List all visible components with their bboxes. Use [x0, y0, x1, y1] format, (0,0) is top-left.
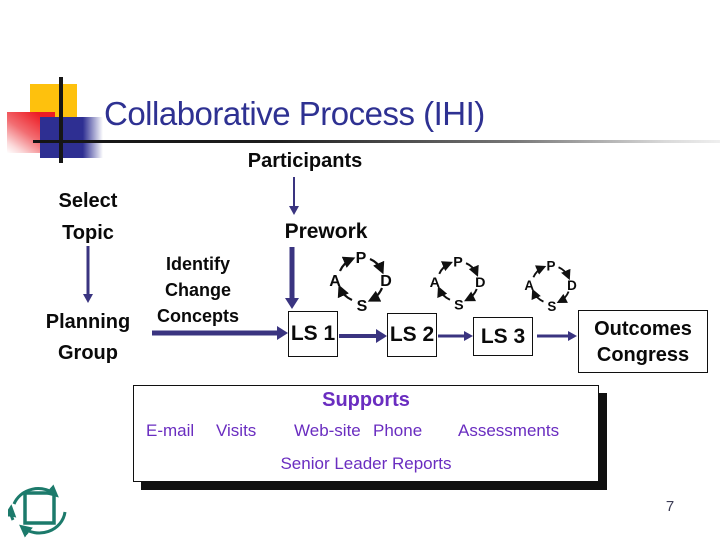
pdsa1-letter-s: S: [357, 298, 368, 315]
arrow-select-to-planning-icon: [81, 246, 95, 303]
deco-vertical-line: [59, 77, 63, 163]
pdsa-cycle-1-icon: P D S A: [329, 250, 392, 315]
box-ls1: LS 1: [288, 311, 338, 357]
outcomes-line2: Congress: [596, 343, 690, 366]
supports-footer: Senior Leader Reports: [280, 454, 452, 473]
arrow-prework-to-ls1-icon: [285, 247, 299, 309]
arrow-ls3-to-outcomes-icon: [537, 328, 577, 344]
label-identify-line1: Identify: [165, 254, 230, 274]
pdsa3-letter-s: S: [547, 299, 556, 314]
arrow-ls2-to-ls3-icon: [438, 328, 473, 344]
title-underline: [33, 140, 720, 143]
supports-item-assessments: Assessments: [458, 421, 560, 440]
label-planning-line1: Planning: [45, 311, 131, 333]
label-select-topic: Select Topic: [28, 185, 148, 249]
box-ls2: LS 2: [387, 313, 437, 357]
arrow-ls1-to-ls2-icon: [339, 328, 387, 344]
label-select-topic-line2: Topic: [62, 222, 114, 244]
pdsa3-letter-d: D: [567, 278, 577, 293]
box-outcomes-congress: Outcomes Congress: [578, 310, 708, 373]
supports-item-visits: Visits: [216, 421, 257, 440]
supports-item-email: E-mail: [146, 421, 195, 440]
label-identify-line2: Change: [164, 280, 231, 300]
supports-item-website: Web-site: [294, 421, 361, 440]
supports-box: Supports E-mail Visits Web-site Phone As…: [133, 385, 599, 482]
pdsa2-letter-d: D: [475, 275, 485, 291]
label-planning-group: Planning Group: [8, 307, 168, 369]
label-identify-change-concepts: Identify Change Concepts: [137, 251, 259, 329]
pdsa2-letter-a: A: [430, 275, 440, 291]
pdsa1-letter-p: P: [356, 250, 367, 267]
pdsa2-letter-p: P: [453, 255, 463, 271]
label-planning-line2: Group: [58, 342, 118, 364]
arrow-participants-to-prework-icon: [287, 177, 301, 215]
outcomes-line1: Outcomes: [594, 317, 692, 340]
supports-title: Supports: [322, 389, 410, 411]
slide-title: Collaborative Process (IHI): [104, 95, 485, 132]
label-participants: Participants: [247, 150, 363, 172]
pdsa-cycle-2-icon: P D S A: [430, 255, 486, 314]
pdsa2-letter-s: S: [454, 298, 464, 314]
pdsa3-letter-a: A: [524, 278, 534, 293]
deco-blue-square: [40, 117, 103, 158]
box-ls3: LS 3: [473, 317, 533, 356]
pdsa3-letter-p: P: [547, 259, 556, 274]
supports-item-phone: Phone: [373, 421, 423, 440]
pdsa1-letter-a: A: [329, 273, 341, 290]
label-prework: Prework: [284, 220, 368, 243]
pdsa-cycle-3-icon: P D S A: [524, 259, 577, 314]
cycle-logo-icon: [8, 484, 67, 538]
label-identify-line3: Concepts: [156, 306, 239, 326]
label-select-topic-line1: Select: [58, 190, 118, 212]
page-number: 7: [665, 498, 675, 515]
arrow-planning-to-ls1-icon: [152, 325, 288, 341]
pdsa1-letter-d: D: [380, 273, 392, 290]
